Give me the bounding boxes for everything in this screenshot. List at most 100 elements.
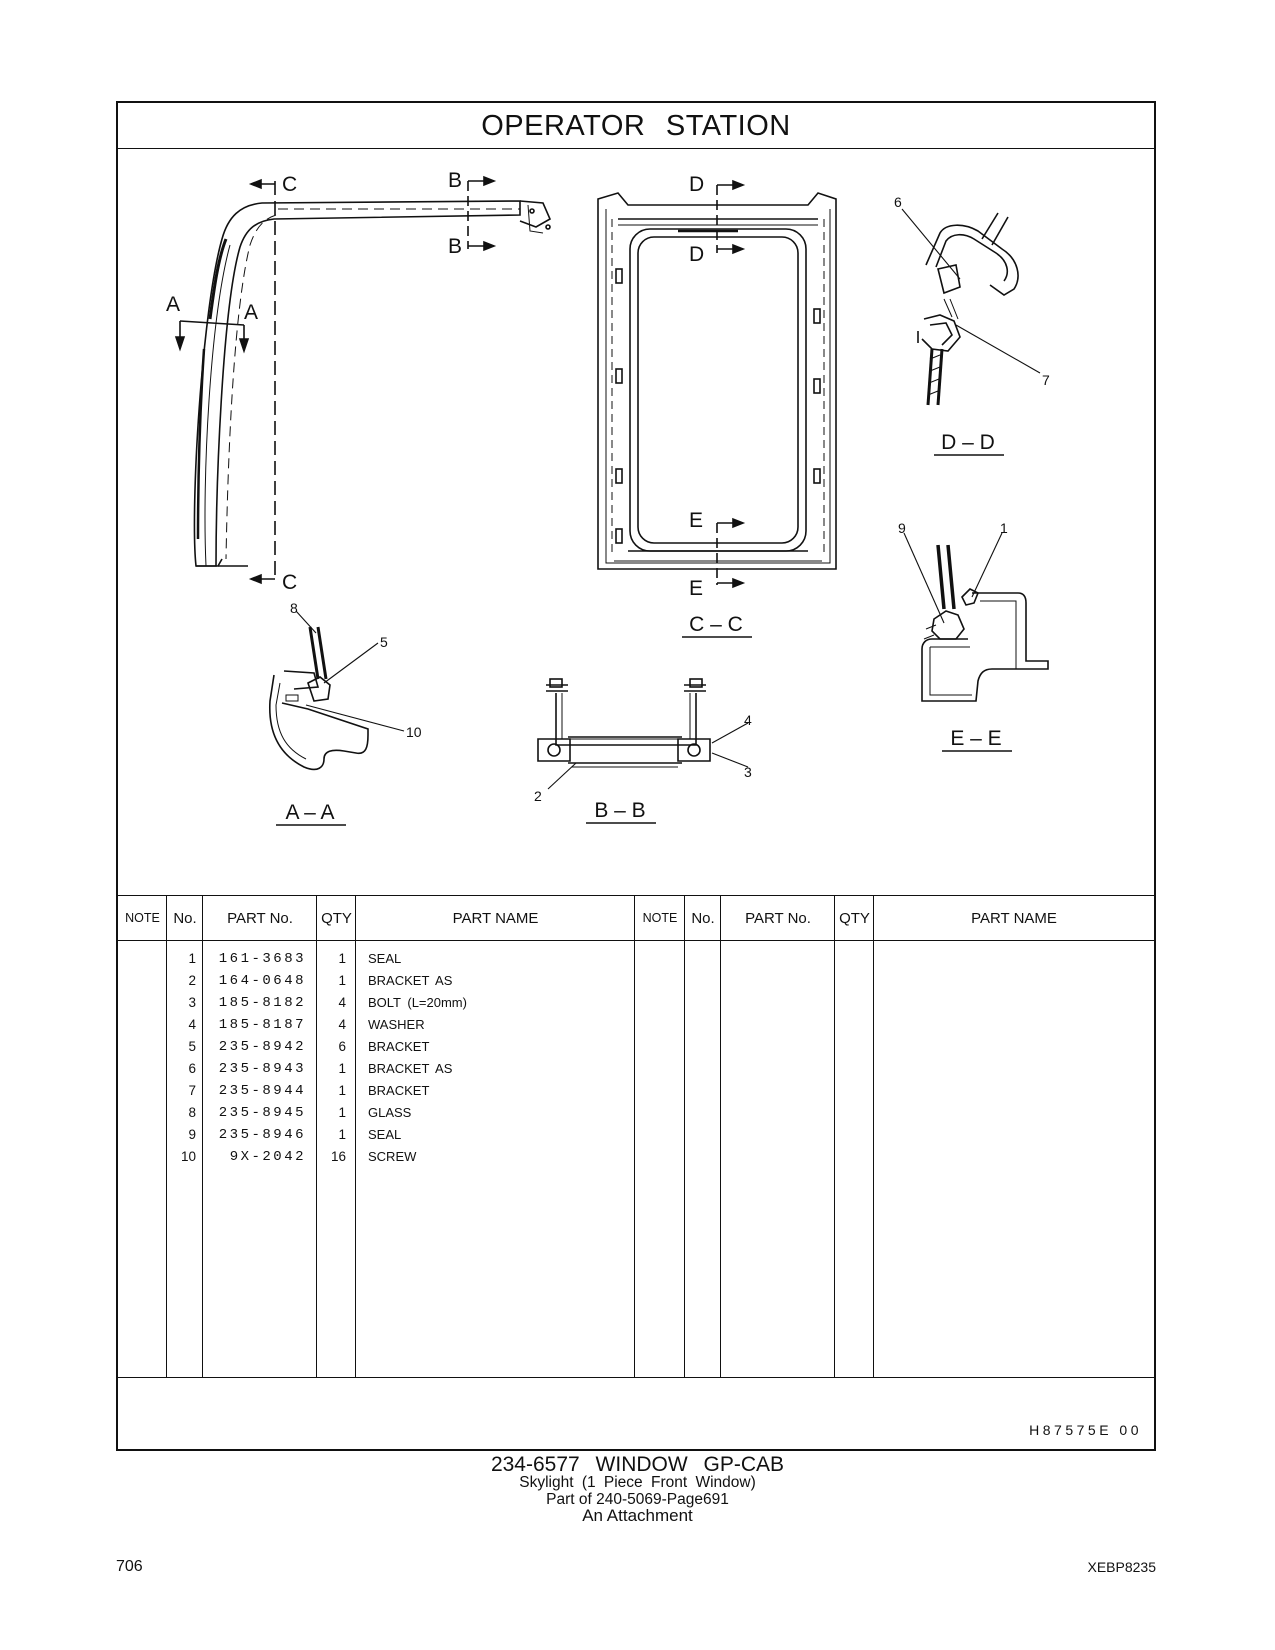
caption-part-of: Part of 240-5069-Page691 [546,1491,729,1508]
row-part-name: BOLT (L=20mm) [368,995,467,1010]
col-partno-right [721,896,835,1377]
row-part-name: BRACKET [368,1039,430,1054]
row-part-no: 235-8946 [218,1127,306,1143]
view-label-b-b: B – B [594,799,645,822]
parts-table: NOTE No. PART No. QTY PART NAME NOTE No.… [118,895,1154,1377]
section-cut-a [174,320,250,354]
header-part-no: PART No. [227,910,293,927]
caption-attachment: An Attachment [582,1506,693,1525]
row-part-name: BRACKET AS [368,1061,453,1076]
header-part-no-2: PART No. [745,910,811,927]
detail-a-a [269,626,369,771]
row-no: 8 [188,1105,196,1120]
detail-b-b [537,678,711,768]
header-part-name-2: PART NAME [971,910,1057,927]
section-letter-c-top: C [282,173,297,196]
callout-4: 4 [744,712,752,728]
diagram-svg: C C B B A A D D E E A – A B – B C – C D … [166,169,1050,826]
row-qty: 1 [338,951,346,966]
row-part-name: SEAL [368,951,402,966]
row-qty: 1 [338,1105,346,1120]
callout-8: 8 [290,600,298,616]
row-part-name: GLASS [368,1105,412,1120]
row-qty: 6 [338,1039,346,1054]
col-partno-left [203,896,317,1377]
row-no: 9 [188,1127,196,1142]
side-view-frame [193,200,552,567]
section-letter-b-bottom: B [448,235,462,258]
row-part-no: 235-8943 [218,1061,306,1077]
table-row: 3 185-8182 4 BOLT (L=20mm) [118,992,1154,1014]
view-label-c-c: C – C [689,613,743,636]
row-no: 1 [188,951,196,966]
row-part-no: 185-8187 [218,1017,306,1033]
row-no: 6 [188,1061,196,1076]
col-name-left [356,896,635,1377]
row-qty: 1 [338,973,346,988]
callout-2: 2 [534,788,542,804]
section-cut-e [716,517,746,589]
section-letter-a-right: A [244,301,258,324]
row-part-no: 235-8945 [218,1105,306,1121]
detail-e-e [921,544,1049,702]
row-no: 5 [188,1039,196,1054]
header-qty-2: QTY [839,910,870,927]
table-row: 8 235-8945 1 GLASS [118,1102,1154,1124]
exploded-diagram: C C B B A A D D E E A – A B – B C – C D … [118,149,1154,895]
section-letter-a-left: A [166,293,180,316]
col-no-left [167,896,203,1377]
callout-9: 9 [898,520,906,536]
drawing-code: H87575E 00 [1029,1422,1142,1438]
row-part-no: 9X-2042 [229,1149,306,1165]
top-view-window-frame [597,192,837,570]
callout-6: 6 [894,194,902,210]
col-qty-left [317,896,356,1377]
row-qty: 1 [338,1127,346,1142]
row-qty: 16 [330,1149,346,1164]
callout-10: 10 [406,724,422,740]
row-qty: 4 [338,1017,346,1032]
header-no: No. [173,910,197,927]
row-no: 10 [180,1149,196,1164]
header-part-name: PART NAME [452,910,539,927]
header-note-2: NOTE [642,911,678,925]
section-letter-d-top: D [689,173,704,196]
table-row: 6 235-8943 1 BRACKET AS [118,1058,1154,1080]
drawing-footer: H87575E 00 [118,1377,1154,1449]
table-row: 10 9X-2042 16 SCREW [118,1146,1154,1168]
row-part-no: 164-0648 [218,973,306,989]
row-part-name: SEAL [368,1127,402,1142]
row-part-name: SCREW [368,1149,417,1164]
callout-3: 3 [744,764,752,780]
row-no: 4 [188,1017,196,1032]
header-qty: QTY [321,910,352,927]
table-row: 5 235-8942 6 BRACKET [118,1036,1154,1058]
section-letter-e-bottom: E [689,577,703,600]
row-qty: 4 [338,995,346,1010]
row-part-name: BRACKET AS [368,973,453,988]
detail-d-d [917,212,1019,406]
col-note-left [118,896,167,1377]
row-no: 7 [188,1083,196,1098]
row-qty: 1 [338,1061,346,1076]
parts-page-frame: OPERATOR STATION [116,101,1156,1451]
section-letter-e-top: E [689,509,703,532]
col-no-right [685,896,721,1377]
col-qty-right [835,896,874,1377]
section-letter-b-top: B [448,169,462,192]
table-row: 9 235-8946 1 SEAL [118,1124,1154,1146]
row-part-no: 235-8942 [218,1039,306,1055]
callout-7: 7 [1042,372,1050,388]
header-note: NOTE [125,911,160,925]
caption-subtitle: Skylight (1 Piece Front Window) [519,1474,756,1491]
col-note-right [635,896,685,1377]
section-letter-d-bottom: D [689,243,704,266]
row-qty: 1 [338,1083,346,1098]
row-part-no: 185-8182 [218,995,306,1011]
view-label-e-e: E – E [950,727,1001,750]
table-row: 2 164-0648 1 BRACKET AS [118,970,1154,992]
row-part-name: BRACKET [368,1083,430,1098]
document-id: XEBP8235 [1087,1559,1157,1575]
table-row: 1 161-3683 1 SEAL [118,948,1154,970]
table-header: NOTE No. PART No. QTY PART NAME NOTE No.… [118,896,1154,941]
